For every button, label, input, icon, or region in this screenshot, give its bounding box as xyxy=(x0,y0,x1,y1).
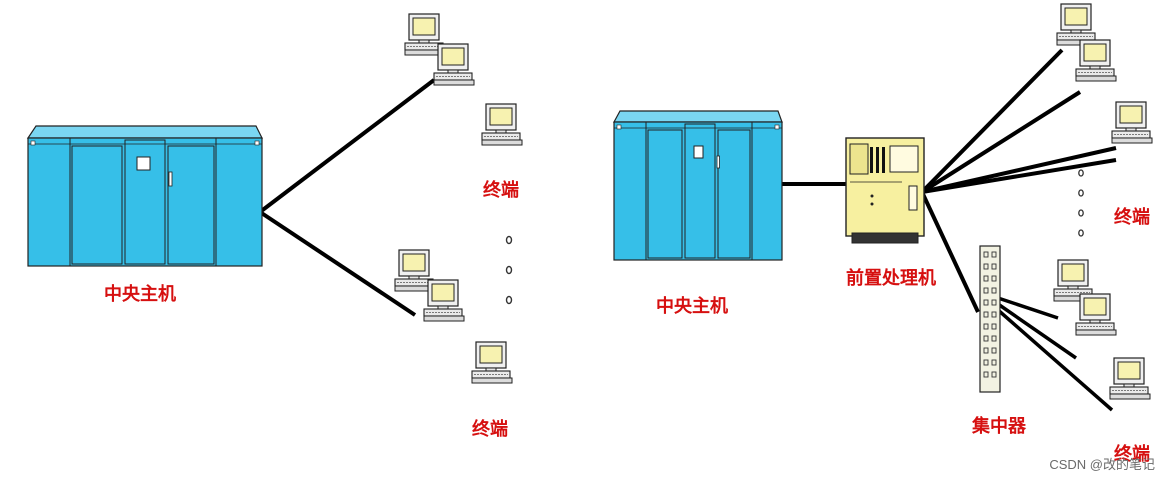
left-mainframe-label: 中央主机 xyxy=(104,284,176,305)
left-links xyxy=(258,78,436,317)
right-terminal-group-bottom xyxy=(1053,259,1151,400)
frontend-processor xyxy=(845,137,925,244)
left-mainframe xyxy=(26,125,263,267)
right-mainframe xyxy=(612,110,783,261)
right-mainframe-label: 中央主机 xyxy=(656,296,728,317)
left-terminal-group-top xyxy=(404,13,523,146)
frontend-processor-label: 前置处理机 xyxy=(846,268,936,289)
concentrator-label: 集中器 xyxy=(972,416,1026,437)
left-terminal-group-bottom xyxy=(394,249,513,384)
right-ellipsis-dots xyxy=(1078,169,1084,237)
left-terminal-label-bottom: 终端 xyxy=(472,419,508,440)
left-ellipsis-dots xyxy=(505,235,513,305)
left-terminal-label-top: 终端 xyxy=(483,180,519,201)
concentrator xyxy=(979,245,1001,393)
right-terminal-label-top: 终端 xyxy=(1114,207,1150,228)
watermark: CSDN @改的笔记 xyxy=(1049,457,1155,472)
right-terminal-group-top xyxy=(1056,3,1153,144)
right-links xyxy=(778,48,1117,412)
right-terminal-label-bottom: 终端 xyxy=(1114,444,1150,465)
